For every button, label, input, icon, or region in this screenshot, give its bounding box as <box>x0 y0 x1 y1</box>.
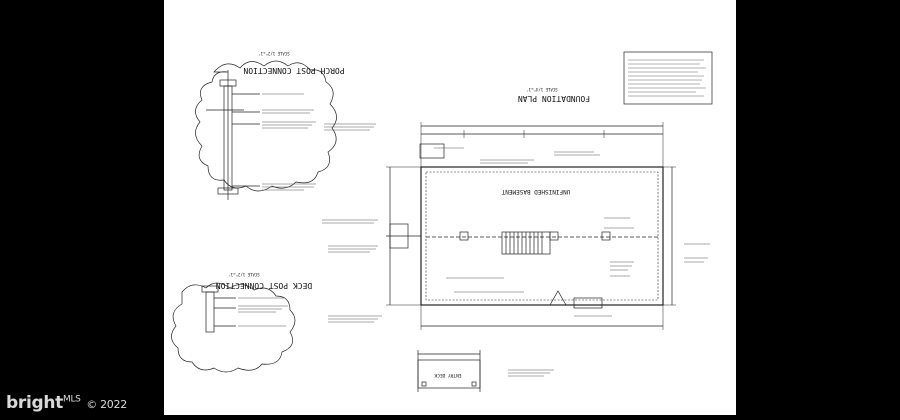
porch-title: PORCH POST CONNECTION <box>243 66 344 75</box>
basement-label: UNFINISHED BASEMENT <box>501 188 570 195</box>
deck-notes <box>238 297 288 327</box>
dim-ticks <box>386 122 676 330</box>
foundation-wall-inner <box>425 171 659 301</box>
watermark-sup: MLS <box>62 394 81 405</box>
foundation-plan <box>322 122 710 330</box>
general-notes-box <box>623 51 713 105</box>
architectural-drawing: PORCH POST CONNECTION SCALE 1/2"=1' DECK… <box>171 51 713 392</box>
entry-deck <box>417 350 554 392</box>
pier-2 <box>549 231 559 241</box>
foundation-scale: SCALE 1/4"=1' <box>526 87 557 92</box>
plan-notes <box>322 123 710 323</box>
bottom-bumpout <box>549 290 567 306</box>
top-callout-box <box>419 143 445 159</box>
areaway <box>573 297 603 309</box>
deck-post <box>205 291 215 333</box>
entry-post-2 <box>471 381 477 387</box>
drawing-sheet: PORCH POST CONNECTION SCALE 1/2"=1' DECK… <box>164 0 736 415</box>
deck-cloud-outline <box>171 282 296 373</box>
deck-title: DECK POST CONNECTION <box>216 281 313 290</box>
entry-post-1 <box>421 381 427 387</box>
brightmls-watermark: brightMLS © 2022 <box>6 393 127 413</box>
porch-cap-top <box>219 79 237 87</box>
porch-cloud-outline <box>195 60 337 192</box>
porch-scale: SCALE 1/2"=1' <box>258 51 289 56</box>
porch-notes <box>262 93 316 191</box>
foundation-title: FOUNDATION PLAN <box>518 94 590 103</box>
deck-cap <box>201 285 219 293</box>
basement-stair <box>501 231 551 255</box>
watermark-brand: bright <box>6 393 63 413</box>
watermark-suffix: © 2022 <box>86 398 127 411</box>
pier-3 <box>601 231 611 241</box>
deck-scale: SCALE 1/2"=1' <box>228 272 259 277</box>
entry-deck-label: ENTRY DECK <box>434 372 461 378</box>
deck-detail <box>171 282 296 373</box>
pier-1 <box>459 231 469 241</box>
porch-base <box>217 187 239 195</box>
porch-detail <box>195 60 337 200</box>
